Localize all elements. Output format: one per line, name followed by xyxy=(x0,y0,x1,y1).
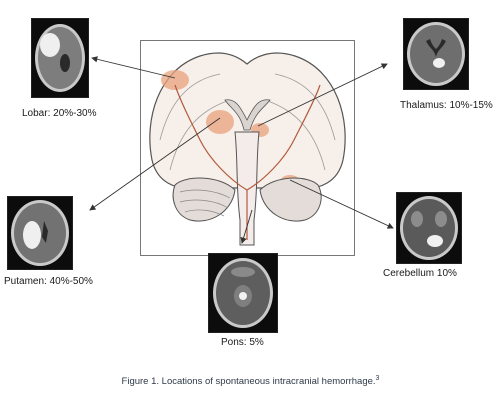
caption-reference: 3 xyxy=(375,375,380,382)
ct-scan-thalamus xyxy=(403,18,469,90)
caption-text: Figure 1. Locations of spontaneous intra… xyxy=(121,376,376,388)
arrow-lobar xyxy=(91,56,176,79)
arrow-thalamus xyxy=(257,63,388,127)
ventricles xyxy=(224,99,271,131)
label-lobar: Lobar: 20%-30% xyxy=(22,108,97,119)
label-pons: Pons: 5% xyxy=(221,337,264,348)
label-thalamus: Thalamus: 10%-15% xyxy=(400,100,493,111)
figure-caption: Figure 1. Locations of spontaneous intra… xyxy=(0,375,501,387)
ct-scan-putamen xyxy=(7,196,73,270)
ct-scan-lobar xyxy=(31,18,89,98)
vessels xyxy=(174,84,321,240)
ct-scan-pons xyxy=(208,253,278,333)
arrow-cerebellum xyxy=(289,179,394,229)
label-putamen: Putamen: 40%-50% xyxy=(4,276,93,287)
label-cerebellum: Cerebellum 10% xyxy=(383,268,457,279)
cerebellum xyxy=(172,177,236,222)
arrow-putamen xyxy=(89,117,221,211)
arrow-pons xyxy=(240,209,253,244)
brainstem xyxy=(234,131,260,246)
ct-scan-cerebellum xyxy=(396,192,462,264)
brain-illustration xyxy=(140,40,355,256)
